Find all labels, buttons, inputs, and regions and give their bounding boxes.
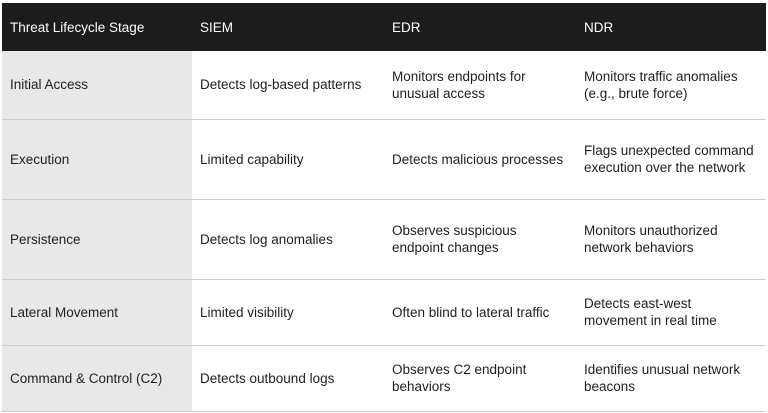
ndr-cell: Identifies unusual network beacons <box>576 345 766 412</box>
table-body: Initial Access Detects log-based pattern… <box>2 51 766 412</box>
edr-cell: Observes suspicious endpoint changes <box>384 199 576 280</box>
edr-cell: Often blind to lateral traffic <box>384 279 576 346</box>
siem-cell: Limited capability <box>192 119 384 200</box>
table-header: Threat Lifecycle Stage SIEM EDR NDR <box>2 3 766 51</box>
header-row: Threat Lifecycle Stage SIEM EDR NDR <box>2 3 766 51</box>
edr-cell: Monitors endpoints for unusual access <box>384 51 576 120</box>
header-siem: SIEM <box>200 19 234 35</box>
table-row: Initial Access Detects log-based pattern… <box>2 51 766 120</box>
table-row: Command & Control (C2) Detects outbound … <box>2 345 766 412</box>
stage-cell: Lateral Movement <box>2 279 192 346</box>
siem-cell: Detects outbound logs <box>192 345 384 412</box>
edr-cell: Detects malicious processes <box>384 119 576 200</box>
ndr-cell: Flags unexpected command execution over … <box>576 119 766 200</box>
table-row: Execution Limited capability Detects mal… <box>2 119 766 200</box>
table-row: Lateral Movement Limited visibility Ofte… <box>2 279 766 346</box>
stage-cell: Command & Control (C2) <box>2 345 192 412</box>
table-row: Persistence Detects log anomalies Observ… <box>2 199 766 280</box>
stage-cell: Persistence <box>2 199 192 280</box>
header-ndr: NDR <box>584 19 614 35</box>
siem-cell: Limited visibility <box>192 279 384 346</box>
ndr-cell: Monitors traffic anomalies (e.g., brute … <box>576 51 766 120</box>
stage-cell: Initial Access <box>2 51 192 120</box>
header-threat-lifecycle-stage: Threat Lifecycle Stage <box>10 19 145 35</box>
stage-cell: Execution <box>2 119 192 200</box>
ndr-cell: Monitors unauthorized network behaviors <box>576 199 766 280</box>
header-edr: EDR <box>392 19 421 35</box>
ndr-cell: Detects east-west movement in real time <box>576 279 766 346</box>
edr-cell: Observes C2 endpoint behaviors <box>384 345 576 412</box>
siem-cell: Detects log anomalies <box>192 199 384 280</box>
threat-lifecycle-comparison-table: Threat Lifecycle Stage SIEM EDR NDR Init… <box>2 3 766 412</box>
siem-cell: Detects log-based patterns <box>192 51 384 120</box>
